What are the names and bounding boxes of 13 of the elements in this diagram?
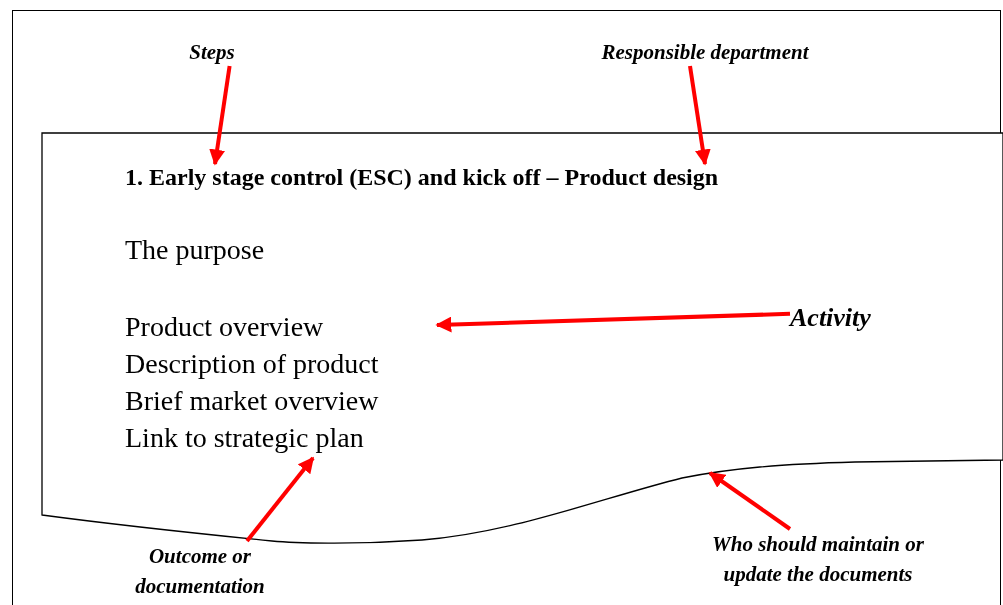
- annotation-text: Activity: [790, 303, 900, 339]
- arrow: [435, 311, 791, 333]
- arrow: [209, 65, 232, 166]
- annotation-text: Steps: [172, 40, 252, 66]
- activity-list: Product overview Description of product Brief market overview Link to strategic plan: [125, 308, 437, 458]
- arrow: [245, 456, 315, 543]
- annotation-text: Responsible department: [560, 40, 850, 66]
- step-heading: 1. Early stage control (ESC) and kick off – Product design: [125, 164, 875, 198]
- purpose-text: The purpose: [125, 234, 375, 270]
- annotation-text: Outcome or documentation: [95, 541, 305, 603]
- annotation-text: Who should maintain or update the documents: [688, 529, 948, 591]
- arrow: [688, 65, 711, 166]
- arrow: [708, 471, 792, 531]
